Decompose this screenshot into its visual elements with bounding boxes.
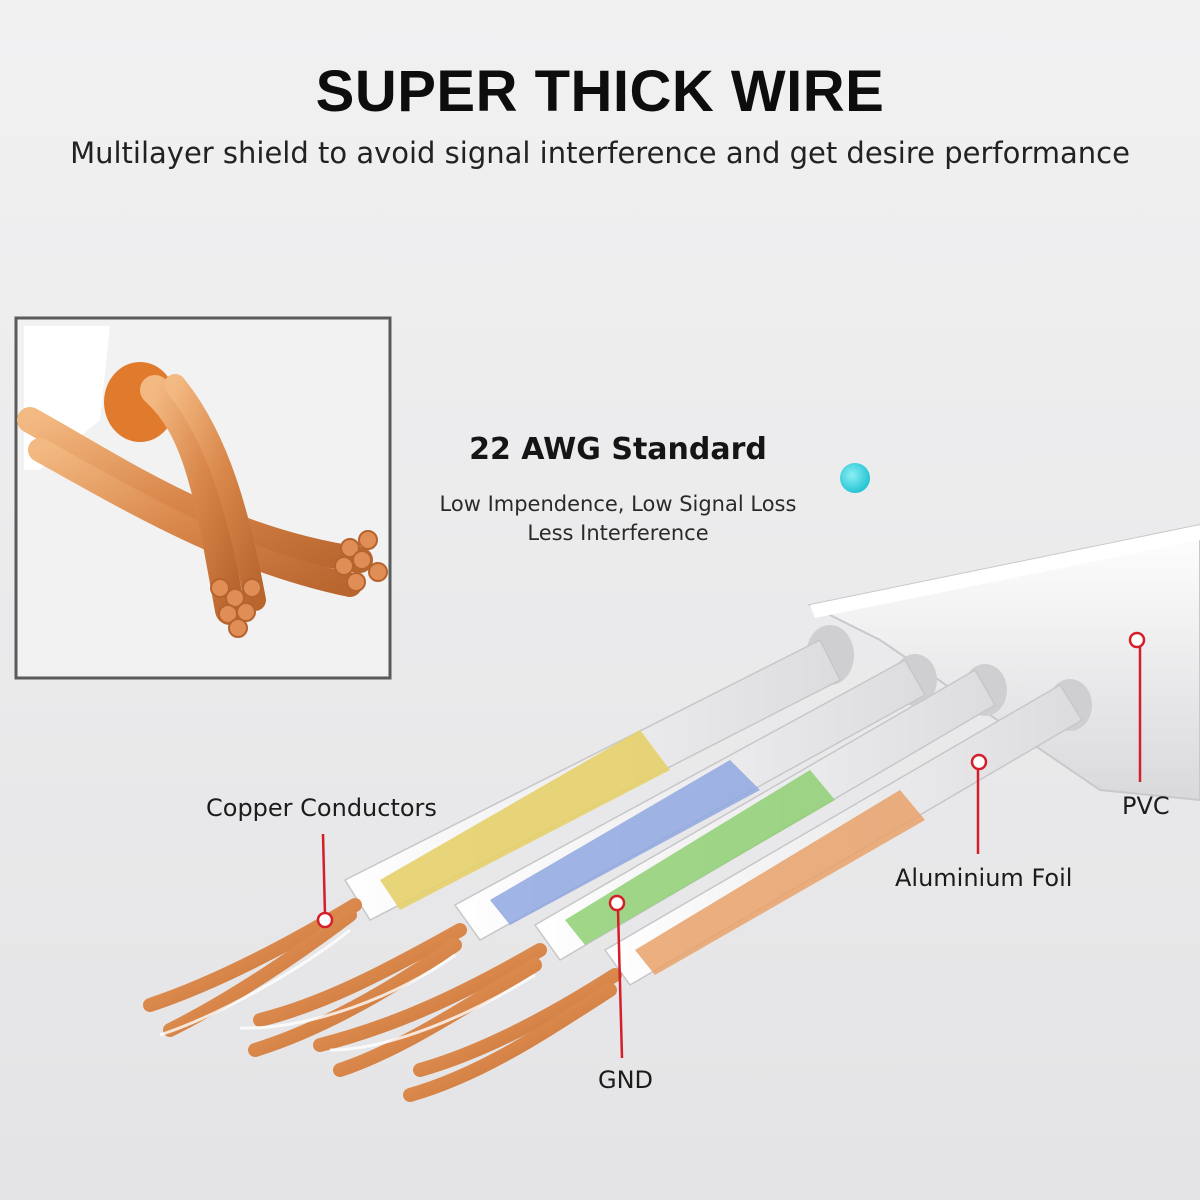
- sleeve-yellow: [380, 730, 670, 910]
- gnd-pointer: [616, 909, 624, 1059]
- gnd-label: GND: [598, 1066, 654, 1094]
- page-title: SUPER THICK WIRE: [315, 59, 885, 124]
- awg-accent-dot: [840, 463, 870, 493]
- callout-pointers: [316, 631, 1146, 1059]
- sleeve-blue: [490, 760, 760, 925]
- twisted-pairs: [343, 638, 1084, 986]
- awg-callout-title: 22 AWG Standard: [469, 432, 767, 467]
- sleeve-green: [565, 770, 835, 945]
- copper-conductors-label: Copper Conductors: [206, 794, 437, 822]
- copper-pointer: [321, 833, 327, 916]
- copper-strands: [17, 374, 373, 625]
- strand-ends: [210, 530, 388, 638]
- awg-callout-line-2: Less Interference: [527, 521, 709, 545]
- pvc-label: PVC: [1122, 792, 1170, 820]
- aluminium-foil-label: Aluminium Foil: [895, 864, 1073, 892]
- copper-closeup-inset: [14, 316, 392, 680]
- page-subtitle: Multilayer shield to avoid signal interf…: [70, 136, 1130, 170]
- drain-wires: [159, 928, 536, 1052]
- awg-callout-line-1: Low Impendence, Low Signal Loss: [439, 492, 797, 516]
- sleeve-orange: [635, 790, 925, 975]
